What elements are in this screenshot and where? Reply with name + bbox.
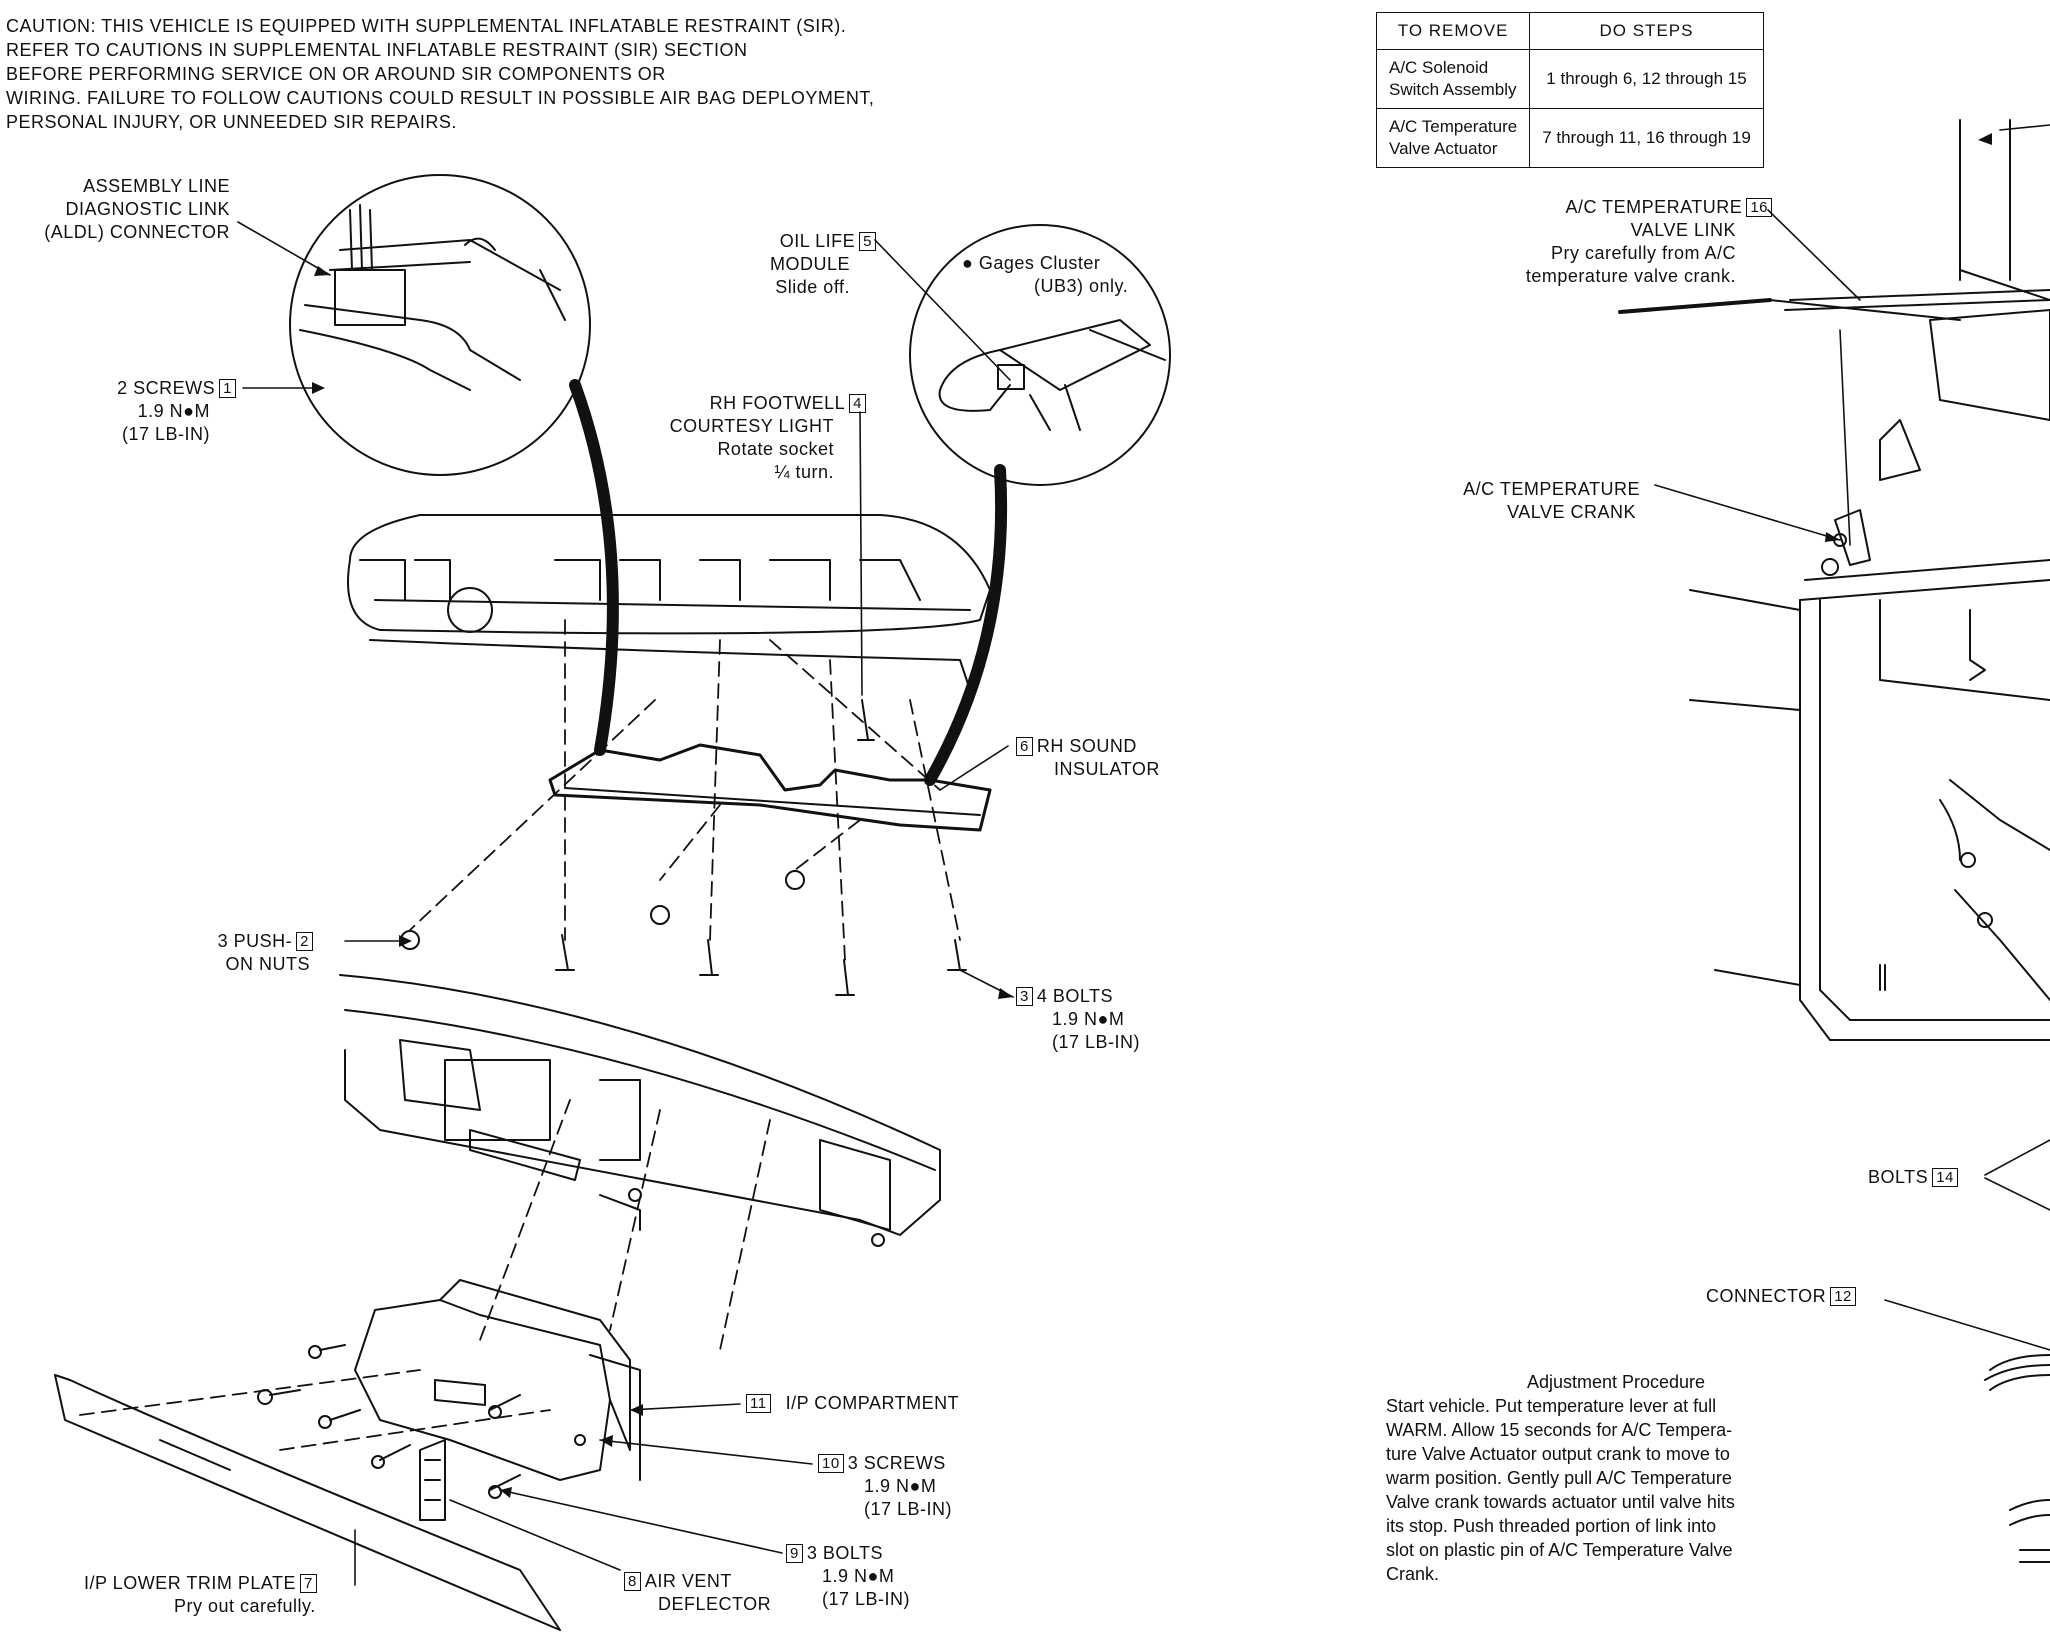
adjustment-line: WARM. Allow 15 seconds for A/C Tempera- — [1386, 1420, 1733, 1440]
caution-line: PERSONAL INJURY, OR UNNEEDED SIR REPAIRS… — [6, 112, 457, 132]
sound-insulator-part — [548, 743, 992, 832]
adjustment-line: its stop. Push threaded portion of link … — [1386, 1516, 1717, 1536]
ip-compartment-part — [354, 1279, 641, 1481]
adjustment-line: Start vehicle. Put temperature lever at … — [1386, 1396, 1717, 1416]
valve-link-rod — [1618, 298, 1961, 321]
alignment-lines — [79, 619, 961, 1451]
oil-leader-band — [924, 464, 1008, 786]
table-header: DO STEPS — [1529, 12, 1764, 50]
caution-line: WIRING. FAILURE TO FOLLOW CAUTIONS COULD… — [6, 88, 875, 108]
aldl-leader-band — [569, 379, 619, 756]
ip-compartment-callout: 11 I/P COMPARTMENT — [742, 1392, 959, 1415]
adjustment-line: Crank. — [1386, 1564, 1440, 1584]
caution-notice: CAUTION: THIS VEHICLE IS EQUIPPED WITH S… — [6, 14, 1066, 134]
table-header-row: TO REMOVE DO STEPS — [1375, 12, 1764, 50]
table-header: TO REMOVE — [1375, 12, 1531, 50]
adjustment-title: Adjustment Procedure — [1526, 1372, 1706, 1392]
adjustment-line: warm position. Gently pull A/C Temperatu… — [1386, 1468, 1732, 1488]
adjustment-line: ture Valve Actuator output crank to move… — [1386, 1444, 1730, 1464]
compartment-fasteners — [257, 1344, 521, 1499]
oil-life-detail-circle — [909, 224, 1171, 486]
table-cell-steps: 1 through 6, 12 through 15 — [1529, 49, 1764, 109]
valve-crank-part — [1821, 509, 1871, 576]
callout-arrowheads — [312, 133, 1992, 1498]
fasteners-row — [400, 699, 967, 996]
table-cell-steps: 7 through 11, 16 through 19 — [1529, 108, 1764, 168]
caution-line: BEFORE PERFORMING SERVICE ON OR AROUND S… — [6, 64, 666, 84]
adjustment-procedure: Adjustment Procedure Start vehicle. Put … — [1386, 1370, 1906, 1586]
aldl-detail-circle — [289, 174, 591, 476]
ip-carrier-frame — [339, 974, 941, 1247]
hvac-module — [1689, 119, 2050, 1041]
air-vent-deflector-part — [419, 1439, 446, 1521]
push-nuts-callout: 3 PUSH-2 ON NUTS — [150, 930, 350, 976]
valve-crank-callout: A/C TEMPERATURE VALVE CRANK — [1463, 479, 1640, 522]
caution-line: CAUTION: THIS VEHICLE IS EQUIPPED WITH S… — [6, 16, 847, 36]
dash-upper-assembly — [347, 514, 991, 691]
adjustment-line: Valve crank towards actuator until valve… — [1386, 1492, 1735, 1512]
callout-leaders — [237, 124, 2050, 1586]
trim-plate-part — [54, 1374, 561, 1631]
adjustment-line: slot on plastic pin of A/C Temperature V… — [1386, 1540, 1733, 1560]
caution-line: REFER TO CAUTIONS IN SUPPLEMENTAL INFLAT… — [6, 40, 748, 60]
connector-part — [1984, 1354, 2050, 1563]
gages-cluster-note: ● Gages Cluster (UB3) only. — [962, 253, 1129, 296]
